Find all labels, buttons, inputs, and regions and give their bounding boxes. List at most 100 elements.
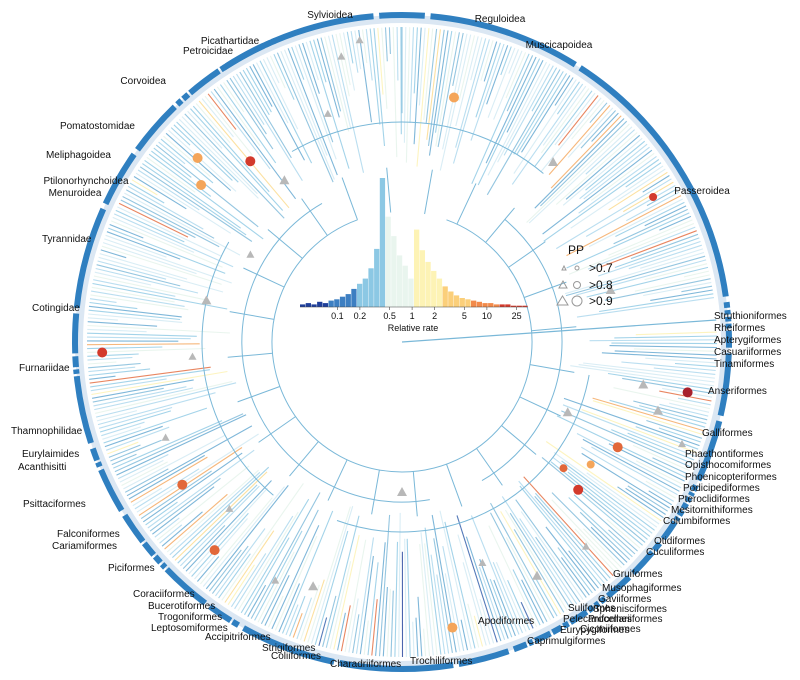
- tip-branch: [154, 517, 180, 538]
- tip-branch: [578, 155, 657, 214]
- tip-branch: [497, 63, 551, 163]
- tip-branch: [551, 499, 620, 571]
- tip-branch: [86, 336, 191, 340]
- tip-branch: [88, 305, 182, 318]
- tip-branch: [554, 92, 596, 146]
- histogram-bar: [465, 299, 471, 307]
- pp-triangle-marker: [279, 175, 290, 185]
- backbone-branch: [201, 241, 274, 496]
- tip-branch: [486, 45, 509, 105]
- tip-branch: [633, 400, 708, 421]
- tip-branch: [103, 407, 208, 444]
- tip-branch: [191, 512, 249, 577]
- clade-arc-pelecaniformes: [533, 630, 552, 644]
- clade-arc-strigiformes: [208, 604, 233, 624]
- tip-branch: [518, 480, 605, 584]
- tip-branch: [534, 90, 593, 167]
- clade-label: Strigiformes: [262, 643, 315, 654]
- tip-branch: [526, 123, 630, 223]
- clade-label: Apterygiformes: [714, 335, 781, 346]
- tip-branch: [117, 206, 221, 257]
- tip-branch: [131, 179, 158, 196]
- tip-branch: [88, 366, 136, 373]
- tip-branch: [262, 58, 299, 130]
- clade-arc-galliformes: [695, 420, 723, 482]
- clade-label: Tinamiformes: [714, 359, 774, 370]
- tip-branch: [561, 460, 655, 531]
- outer-ring: [75, 15, 729, 669]
- tip-branch: [562, 137, 643, 206]
- tip-branch: [369, 28, 381, 125]
- histogram-bar: [419, 250, 425, 307]
- tip-branch: [581, 446, 674, 502]
- tip-branch: [199, 497, 273, 585]
- tip-branch: [503, 65, 554, 156]
- tip-branch: [486, 69, 561, 196]
- legend-circle-large: [571, 295, 583, 307]
- tip-branch: [340, 605, 351, 652]
- tip-branch: [552, 457, 653, 534]
- tip-branch: [413, 27, 422, 145]
- tip-branch: [483, 41, 498, 82]
- tip-branch: [523, 476, 614, 577]
- tip-branch: [257, 551, 295, 623]
- tip-branch: [567, 107, 614, 158]
- tip-branch: [98, 406, 173, 429]
- tip-branch: [508, 49, 520, 74]
- tip-branch: [568, 497, 633, 558]
- tip-branch: [348, 598, 359, 653]
- phylogenetic-tree: [86, 26, 718, 658]
- tip-branch: [534, 118, 625, 209]
- tip-branch: [659, 403, 709, 417]
- internal-branch: [327, 459, 348, 501]
- rate-shift-dot: [192, 153, 203, 163]
- clade-arc-gaviiformes: [593, 600, 601, 609]
- tip-branch: [462, 562, 487, 646]
- tip-branch: [202, 486, 285, 587]
- clade-arc-eurylaimides: [72, 356, 79, 368]
- clade-label: Columbiformes: [663, 516, 730, 527]
- tip-branch: [292, 613, 303, 638]
- tip-branch: [95, 380, 233, 414]
- tip-branch: [371, 599, 378, 656]
- tip-branch: [108, 227, 226, 274]
- tip-branch: [89, 301, 138, 310]
- tip-branch: [386, 588, 391, 657]
- tip-branch: [116, 414, 247, 476]
- clade-arc-gruiformes: [605, 575, 632, 599]
- tip-branch: [93, 279, 176, 297]
- histogram-x-label: Relative rate: [388, 323, 439, 333]
- tip-branch: [617, 168, 666, 201]
- tip-branch: [166, 469, 259, 553]
- tip-branch: [611, 429, 693, 465]
- tip-branch: [677, 397, 711, 406]
- rate-shift-dot: [447, 622, 458, 633]
- tip-branch: [91, 370, 228, 396]
- tip-branch: [375, 542, 386, 656]
- tip-branch: [327, 35, 352, 130]
- tip-branch: [182, 525, 226, 569]
- tip-branch: [276, 52, 334, 183]
- tip-branch: [285, 604, 299, 636]
- histogram-bar: [425, 261, 431, 307]
- tip-branch: [294, 45, 337, 160]
- tip-branch: [556, 178, 672, 250]
- clade-label: Mesitornithiformes: [671, 505, 753, 516]
- histogram-bar: [305, 303, 311, 307]
- tip-branch: [101, 245, 222, 285]
- tip-branch: [490, 512, 548, 622]
- tip-branch: [219, 84, 277, 164]
- tip-branch: [557, 547, 593, 594]
- tip-branch: [278, 583, 301, 633]
- tip-branch: [681, 285, 713, 293]
- tip-branch: [352, 614, 360, 654]
- tip-branch: [89, 298, 117, 303]
- tip-branch: [135, 172, 231, 234]
- tip-branch: [87, 328, 147, 333]
- tip-branch: [313, 39, 327, 83]
- histogram-bar: [368, 268, 374, 307]
- clade-label: Eurypygiformes: [560, 625, 629, 636]
- legend-triangle-medium: [558, 279, 568, 289]
- tip-branch: [310, 506, 354, 644]
- tip-branch: [426, 29, 441, 140]
